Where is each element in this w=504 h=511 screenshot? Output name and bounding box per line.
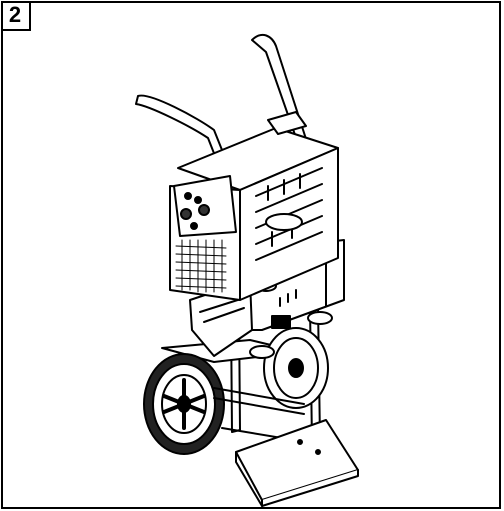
rear-wheel	[263, 327, 329, 409]
foot-plate	[235, 419, 359, 501]
power-source-unit	[169, 111, 339, 301]
step-number-badge: 2	[1, 1, 31, 31]
front-wheel	[143, 353, 225, 455]
